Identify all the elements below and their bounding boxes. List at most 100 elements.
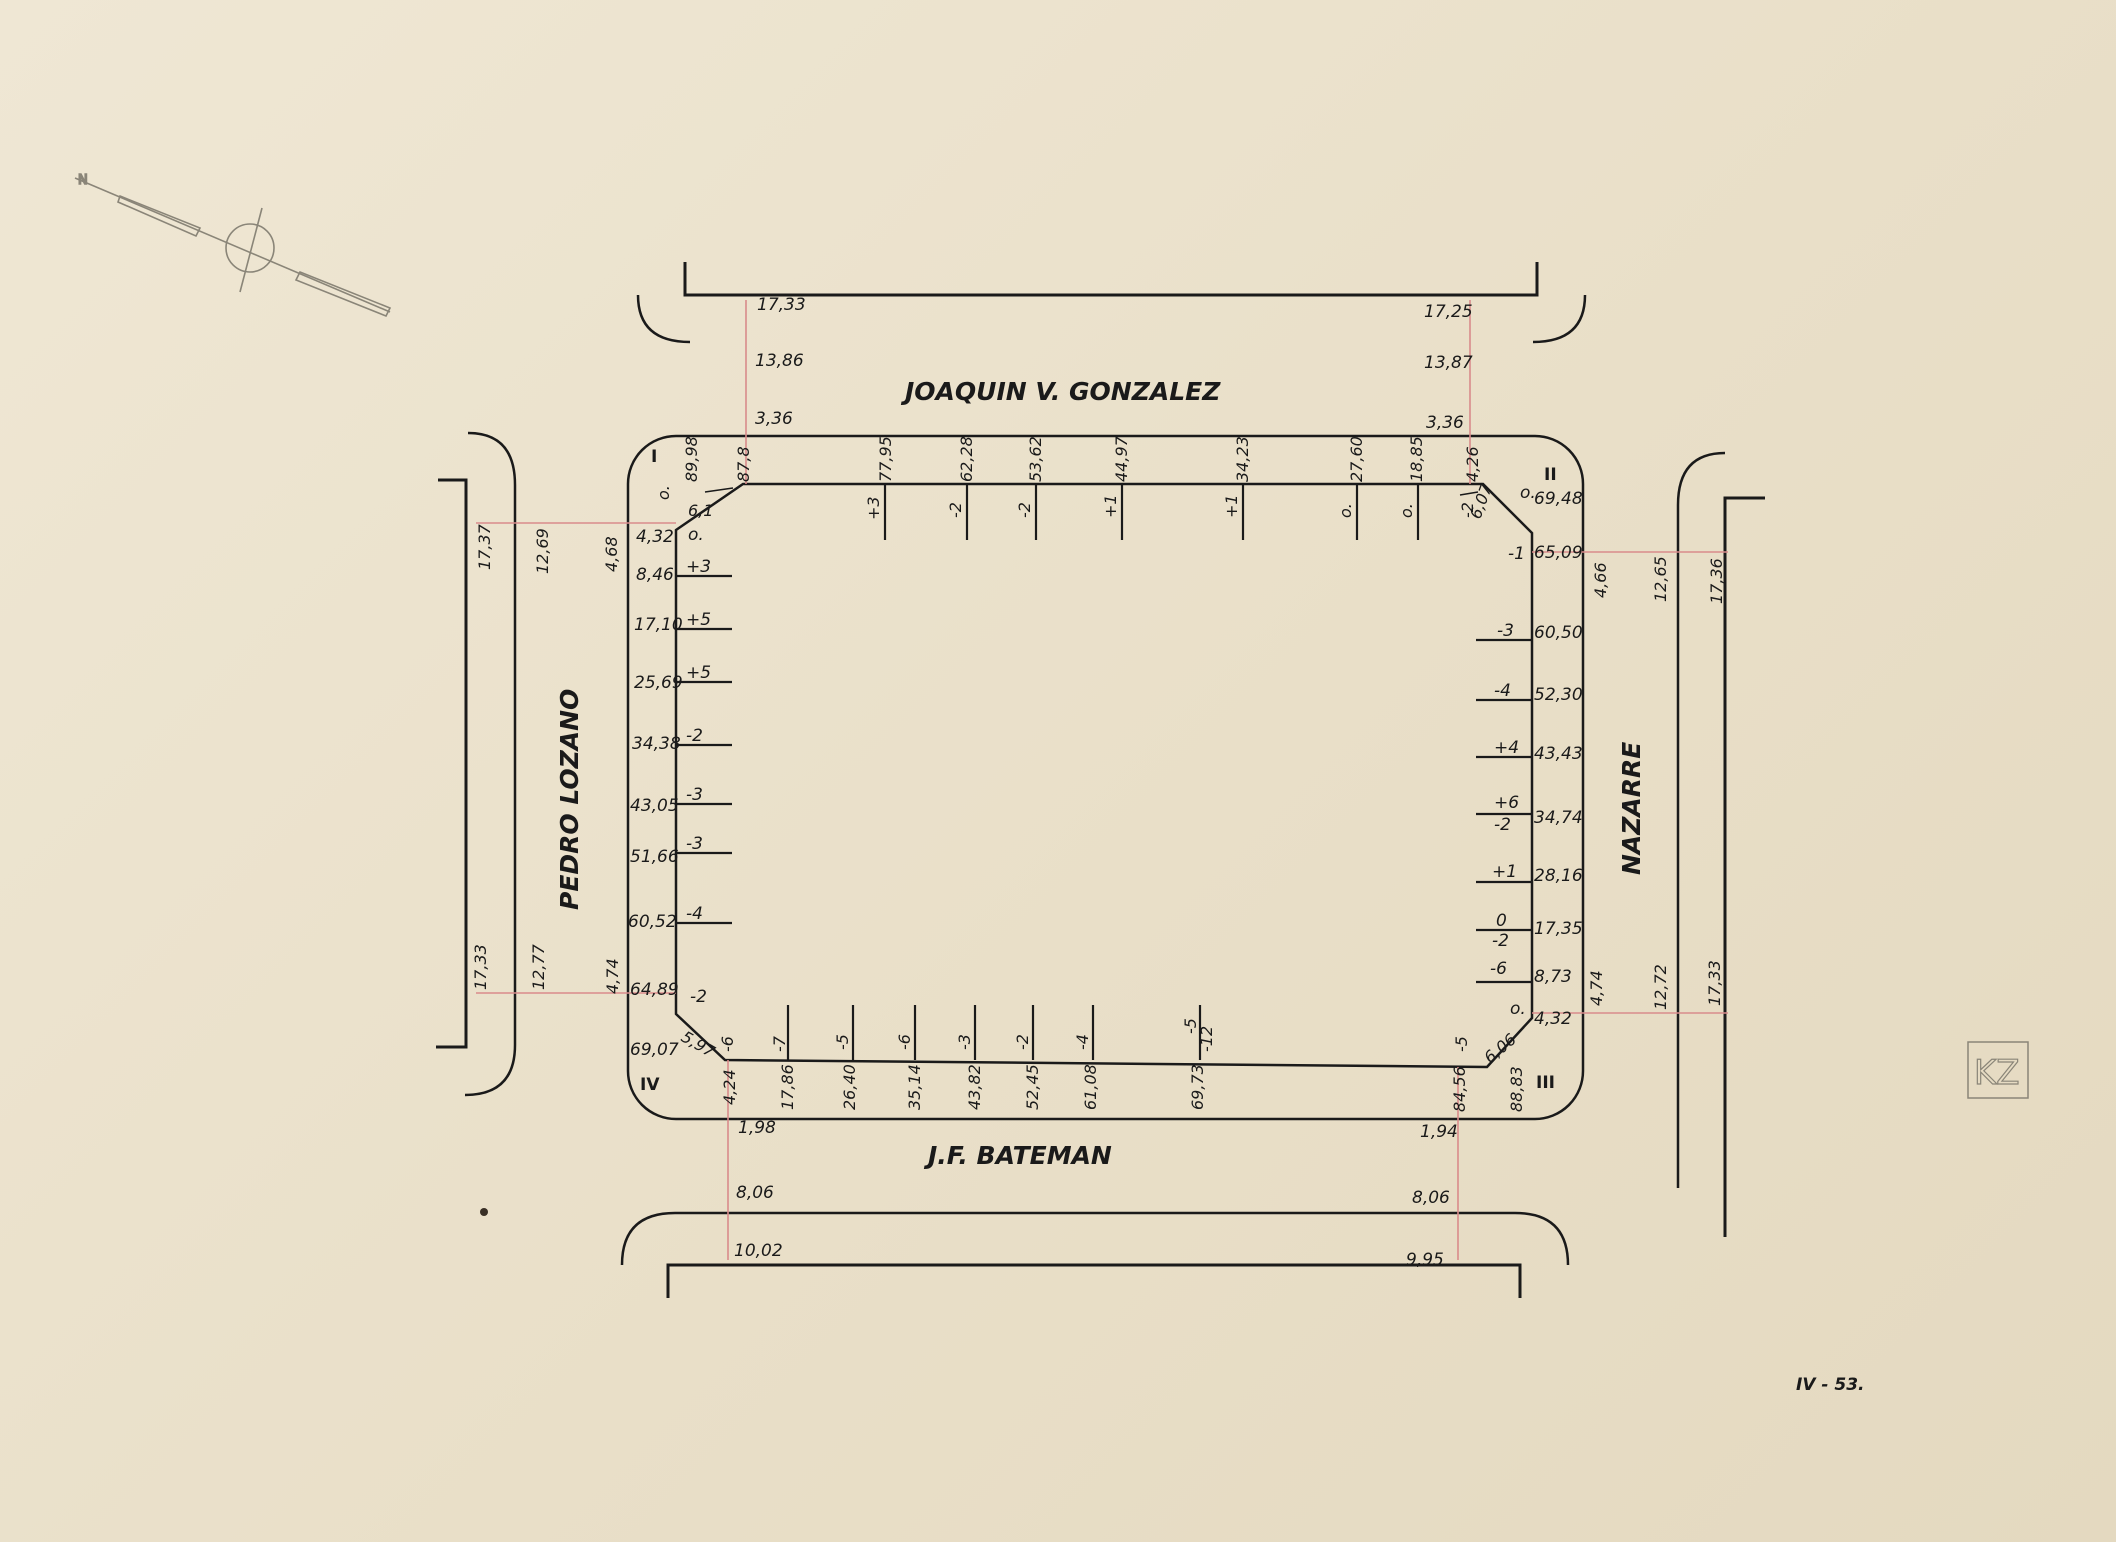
width-label: 12,65	[1651, 556, 1670, 602]
width-label: 3,36	[1426, 413, 1464, 433]
level-mark: -2	[690, 987, 707, 1007]
chamfer-label-se: 6,06	[1480, 1030, 1520, 1067]
level-mark: -6	[895, 1034, 914, 1050]
frontage-label: 44,97	[1112, 435, 1131, 482]
level-mark: +1	[1222, 494, 1241, 518]
ink-spot	[480, 1208, 488, 1216]
frontage-label: 17,86	[778, 1064, 797, 1110]
level-mark: -6	[1490, 959, 1507, 979]
width-label: 12,72	[1651, 964, 1670, 1010]
width-label: 17,33	[1705, 960, 1724, 1006]
width-label: 9,95	[1406, 1250, 1444, 1270]
level-mark: -5	[1181, 1018, 1200, 1034]
frontage-label: 35,14	[905, 1064, 924, 1110]
width-label: 17,33	[757, 295, 806, 315]
east-frontage: 69,48 65,09 60,50 52,30 43,43 34,74 28,1…	[1534, 489, 1583, 1029]
level-mark: +3	[686, 557, 711, 577]
level-mark: -5	[1452, 1036, 1471, 1052]
north-frontage: 89,98 87,8 77,95 62,28 53,62 44,97 34,23…	[682, 435, 1482, 482]
level-mark: +5	[686, 610, 711, 630]
width-label: 12,69	[533, 528, 552, 574]
level-mark: -6	[718, 1036, 737, 1052]
frontage-label: 4,32	[1534, 1009, 1572, 1029]
west-level-marks: o. +3 +5 +5 -2 -3 -3 -4 -2	[686, 525, 711, 1007]
frontage-label: 8,73	[1534, 967, 1572, 987]
width-label: 8,06	[736, 1183, 774, 1203]
frontage-label: 4,24	[720, 1069, 739, 1105]
frontage-label: 43,43	[1534, 744, 1583, 764]
width-label: 4,68	[602, 536, 621, 572]
width-label: 8,06	[1412, 1188, 1450, 1208]
sheet-reference: IV - 53.	[1796, 1375, 1865, 1395]
frontage-label: 69,07	[630, 1040, 679, 1060]
level-mark: +3	[864, 496, 883, 520]
level-mark: -12	[1197, 1026, 1216, 1052]
width-label: 17,36	[1707, 558, 1726, 604]
frontage-label: 87,8	[734, 446, 753, 482]
width-label: 12,77	[529, 943, 548, 990]
frontage-label: 89,98	[682, 436, 701, 482]
frontage-label: 64,89	[630, 980, 679, 1000]
south-level-marks: -6 -7 -5 -6 -3 -2 -4 -5 -12 -5	[718, 1018, 1471, 1052]
street-name-south: J.F. BATEMAN	[923, 1141, 1112, 1170]
frontage-label: 51,66	[630, 847, 679, 867]
corner-label-se: III	[1536, 1073, 1555, 1093]
north-level-marks: o. +3 -2 -2 +1 +1 o. o. -2	[654, 485, 1477, 520]
frontage-label: 69,73	[1188, 1064, 1207, 1110]
width-label: 1,98	[738, 1118, 776, 1138]
width-label: 4,66	[1591, 562, 1610, 598]
width-label: 17,37	[475, 523, 494, 570]
stamp-letters: KZ	[1974, 1053, 2020, 1093]
frontage-label: 18,85	[1407, 436, 1426, 482]
level-mark: -4	[686, 904, 703, 924]
frontage-label: 34,38	[632, 734, 681, 754]
level-mark: -4	[1073, 1034, 1092, 1050]
frontage-label: 28,16	[1534, 866, 1583, 886]
frontage-label: 34,74	[1534, 808, 1583, 828]
corner-label-ne: II	[1544, 465, 1557, 485]
frontage-label: 27,60	[1347, 436, 1366, 482]
level-mark: +1	[1492, 862, 1517, 882]
width-label: 1,94	[1420, 1122, 1458, 1142]
pencil-stamp: KZ	[1967, 1041, 2029, 1099]
level-mark: -3	[1497, 621, 1514, 641]
level-mark: -3	[686, 785, 703, 805]
width-label: 10,02	[734, 1241, 783, 1261]
level-mark: -7	[770, 1035, 789, 1052]
level-mark: -2	[1494, 815, 1511, 835]
street-name-west: PEDRO LOZANO	[555, 689, 584, 910]
level-mark: -1	[1508, 544, 1525, 564]
level-mark: +4	[1494, 738, 1519, 758]
frontage-label: 25,69	[634, 673, 683, 693]
level-mark: -2	[1013, 1034, 1032, 1050]
width-label: 17,33	[471, 944, 490, 990]
frontage-label: 62,28	[957, 436, 976, 482]
width-label: 13,86	[755, 351, 804, 371]
frontage-label: 17,10	[634, 615, 683, 635]
frontage-label: 4,32	[636, 527, 674, 547]
width-label: 4,74	[603, 958, 622, 994]
level-mark: +6	[1494, 793, 1519, 813]
level-mark: -2	[686, 726, 703, 746]
frontage-label: 84,56	[1450, 1066, 1469, 1112]
level-mark: o.	[1336, 503, 1355, 518]
chamfer-label-ne: 6,07	[1466, 481, 1496, 522]
level-mark: o.	[688, 525, 704, 545]
frontage-label: 43,05	[630, 796, 679, 816]
west-frontage: 4,32 8,46 17,10 25,69 34,38 43,05 51,66 …	[628, 527, 683, 1060]
frontage-label: 8,46	[636, 565, 674, 585]
frontage-label: 34,23	[1233, 436, 1252, 482]
level-mark: o.	[1510, 999, 1526, 1019]
level-mark: +5	[686, 663, 711, 683]
west-widths: 17,37 12,69 4,68 17,33 12,77 4,74	[471, 523, 622, 994]
frontage-label: 53,62	[1026, 436, 1045, 482]
frontage-label: 60,50	[1534, 623, 1583, 643]
level-mark: o.	[654, 485, 673, 500]
street-name-east: NAZARRE	[1617, 742, 1646, 875]
level-mark: -5	[833, 1034, 852, 1050]
width-label: 13,87	[1424, 353, 1473, 373]
corner-label-nw: I	[651, 447, 657, 467]
east-widths: 4,66 12,65 17,36 4,74 12,72 17,33	[1587, 556, 1726, 1010]
